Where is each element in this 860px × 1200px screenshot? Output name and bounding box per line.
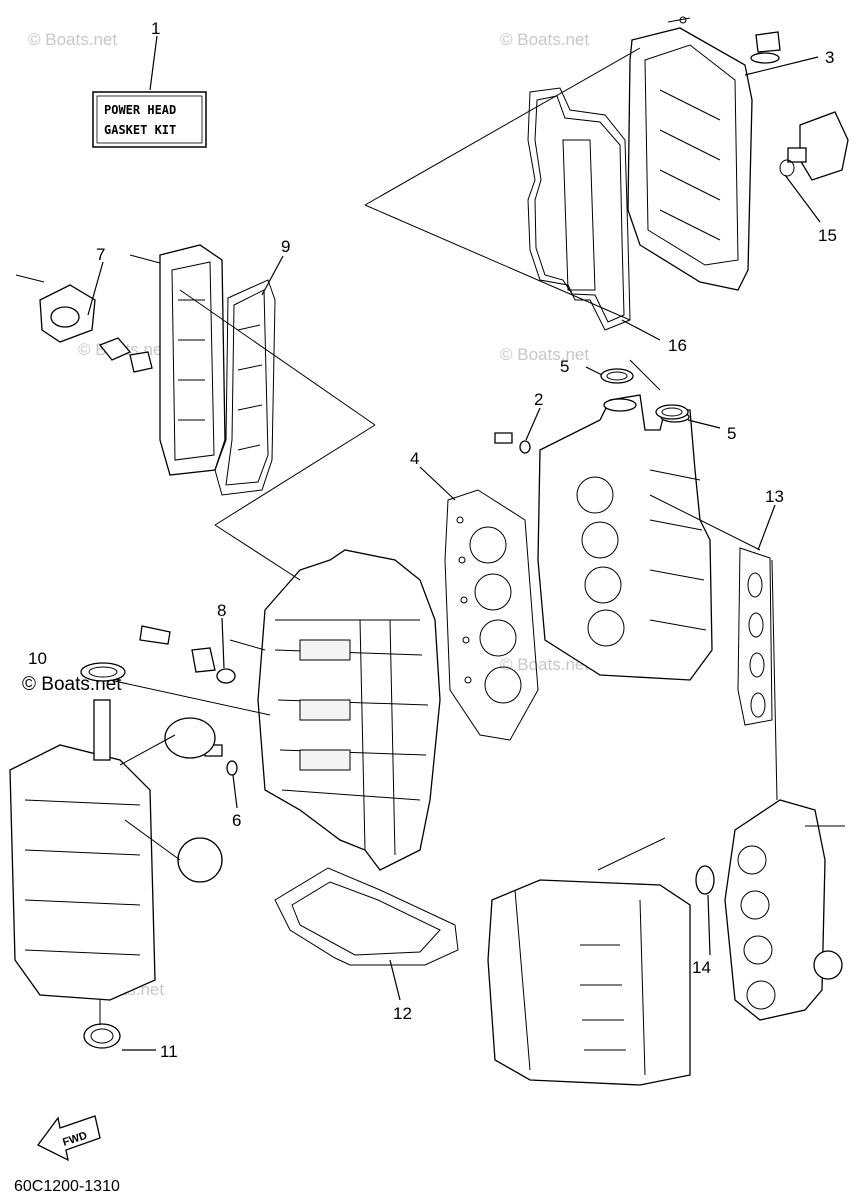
oil-seal-10	[80, 662, 126, 682]
oil-filler-cap	[750, 31, 781, 64]
callout-8: 8	[217, 601, 226, 620]
crankshaft-assembly	[9, 699, 223, 1001]
callout-7: 7	[96, 245, 105, 264]
watermark: © Boats.net	[500, 345, 589, 364]
exhaust-cover-gasket	[214, 279, 276, 496]
watermark: © Boats.net	[500, 30, 589, 49]
callout-16: 16	[668, 336, 687, 355]
diagram-code: 60C1200-1310	[14, 1178, 120, 1195]
thermostat-housing	[15, 254, 161, 373]
callout-15: 15	[818, 226, 837, 245]
cylinder-block	[257, 549, 441, 871]
o-ring-14	[695, 865, 715, 895]
kit-label-line1: POWER HEAD	[104, 103, 176, 117]
intake-manifold	[597, 799, 845, 1021]
callout-3: 3	[825, 48, 834, 67]
callout-9: 9	[281, 237, 290, 256]
exhaust-cover	[159, 244, 226, 476]
base-gasket	[274, 867, 459, 966]
gasket-kit-box: POWER HEAD GASKET KIT	[92, 91, 207, 148]
fwd-arrow: FWD	[37, 1115, 101, 1162]
cylinder-head-cover	[627, 16, 753, 291]
watermark: © Boats.net	[500, 655, 589, 674]
kit-label-line2: GASKET KIT	[104, 123, 176, 137]
assembly-lines	[99, 47, 778, 1025]
callout-5a: 5	[560, 357, 569, 376]
callout-numbers: 1 2 3 4 5 5 6 7 8 9 10 11 12 13 14 15 16	[28, 19, 837, 1061]
head-gasket	[444, 489, 539, 741]
callout-4: 4	[410, 449, 419, 468]
sensor-8	[139, 625, 236, 684]
cylinder-head	[537, 394, 713, 681]
intake-silencer	[487, 879, 691, 1086]
fuel-pump	[779, 111, 849, 181]
callout-2: 2	[534, 390, 543, 409]
callout-14: 14	[692, 958, 711, 977]
callout-leaders	[87, 35, 821, 1051]
callout-13: 13	[765, 487, 784, 506]
oil-seal-5b	[655, 404, 689, 420]
bolt-washer-2	[494, 432, 531, 454]
callout-11: 11	[160, 1042, 178, 1061]
watermark: © Boats.net	[28, 30, 117, 49]
cover-gasket	[527, 87, 631, 331]
oil-seal-11	[83, 1023, 121, 1049]
callout-12: 12	[393, 1004, 412, 1023]
oil-seal-5a	[600, 368, 634, 384]
callout-10: 10	[28, 649, 47, 668]
exhaust-manifold-gasket	[737, 547, 773, 726]
callout-6: 6	[232, 811, 241, 830]
callout-5b: 5	[727, 424, 736, 443]
callout-1: 1	[151, 19, 160, 38]
